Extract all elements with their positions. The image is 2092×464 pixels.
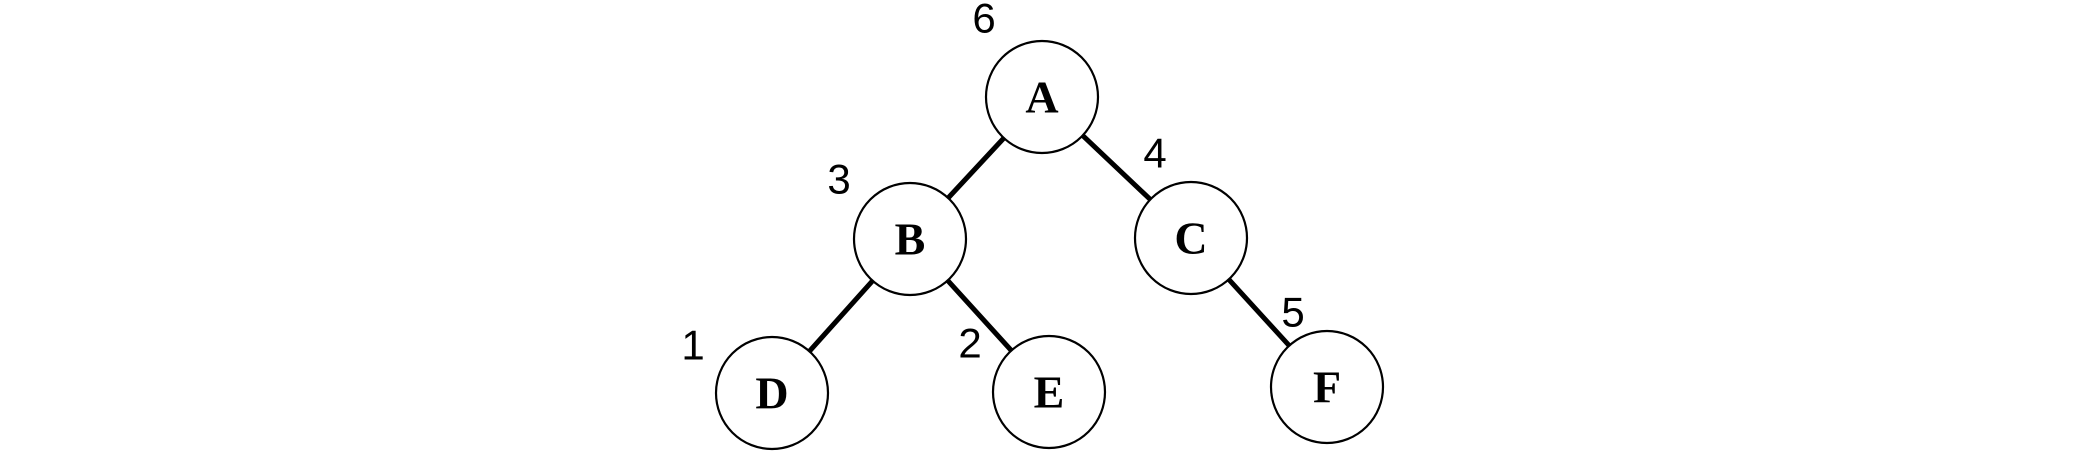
node-D-order-label: 1 <box>681 322 704 369</box>
node-E-circle <box>991 334 1107 450</box>
node-C-circle <box>1133 180 1249 296</box>
node-C-label: C <box>1174 213 1207 264</box>
node-A-circle <box>984 39 1100 155</box>
node-F-label: F <box>1313 362 1341 413</box>
node-A-label: A <box>1025 72 1058 123</box>
node-F-order-label: 5 <box>1281 289 1304 336</box>
node-B-label: B <box>895 214 926 265</box>
node-D-circle <box>714 335 830 451</box>
node-D-label: D <box>755 368 788 419</box>
node-C-order-label: 4 <box>1143 130 1166 177</box>
node-B-order-label: 3 <box>827 156 850 203</box>
node-F-circle <box>1269 329 1385 445</box>
node-E-label: E <box>1034 367 1065 418</box>
node-E-order-label: 2 <box>958 320 981 367</box>
node-B-circle <box>852 181 968 297</box>
node-A-order-label: 6 <box>972 0 995 42</box>
